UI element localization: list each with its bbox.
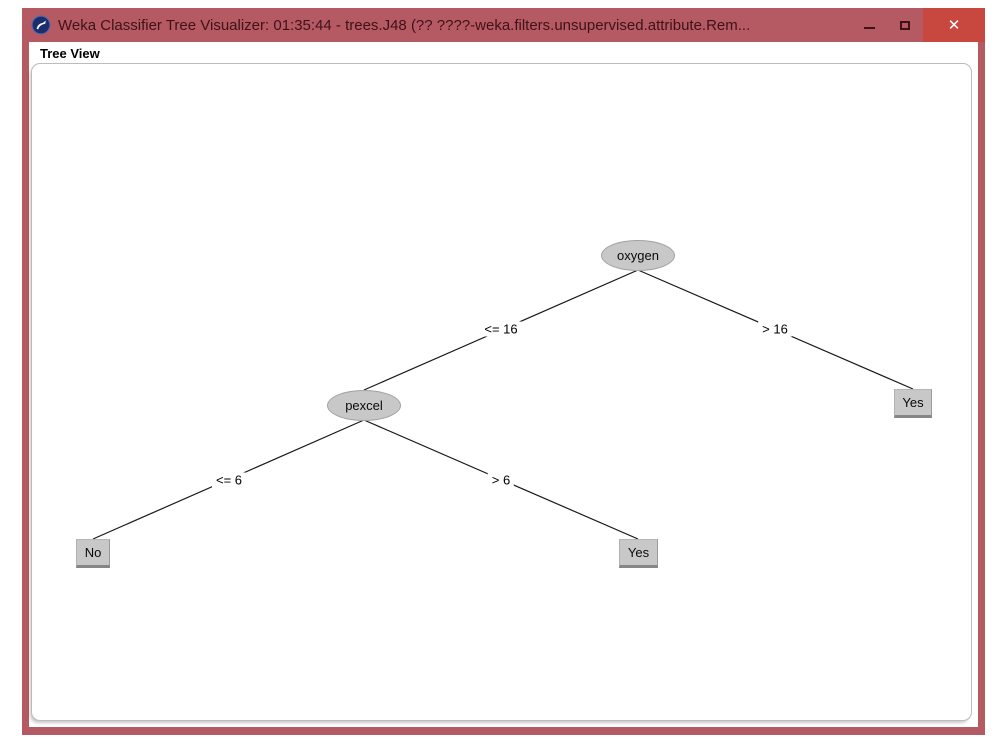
minimize-icon [863, 27, 875, 29]
minimize-button[interactable] [851, 8, 887, 42]
edge-label-gt16: > 16 [758, 321, 792, 337]
close-button[interactable]: ✕ [923, 8, 985, 42]
maximize-button[interactable] [887, 8, 923, 42]
tree-view-label: Tree View [40, 46, 100, 61]
window-content: Tree View <= 16 > 16 <= 6 > 6 oxygen pex… [29, 42, 978, 727]
edge-label-gt6: > 6 [487, 472, 515, 488]
titlebar[interactable]: Weka Classifier Tree Visualizer: 01:35:4… [22, 8, 985, 42]
tree-edges [92, 269, 914, 540]
tree-leaf-yes-bottom[interactable]: Yes [619, 539, 658, 568]
close-icon: ✕ [947, 17, 961, 34]
window-title: Weka Classifier Tree Visualizer: 01:35:4… [58, 16, 751, 34]
tree-leaf-yes-right[interactable]: Yes [894, 389, 932, 418]
tree-leaf-no[interactable]: No [76, 539, 110, 568]
edge-label-le16: <= 16 [480, 321, 522, 337]
edge-label-le6: <= 6 [211, 472, 247, 488]
weka-logo-icon [31, 15, 51, 35]
tree-node-oxygen[interactable]: oxygen [601, 240, 675, 271]
maximize-icon [900, 20, 910, 30]
tree-node-pexcel[interactable]: pexcel [327, 390, 401, 421]
weka-tree-visualizer-window: Weka Classifier Tree Visualizer: 01:35:4… [22, 8, 985, 735]
tree-view-panel[interactable]: <= 16 > 16 <= 6 > 6 oxygen pexcel Yes No… [31, 63, 972, 721]
